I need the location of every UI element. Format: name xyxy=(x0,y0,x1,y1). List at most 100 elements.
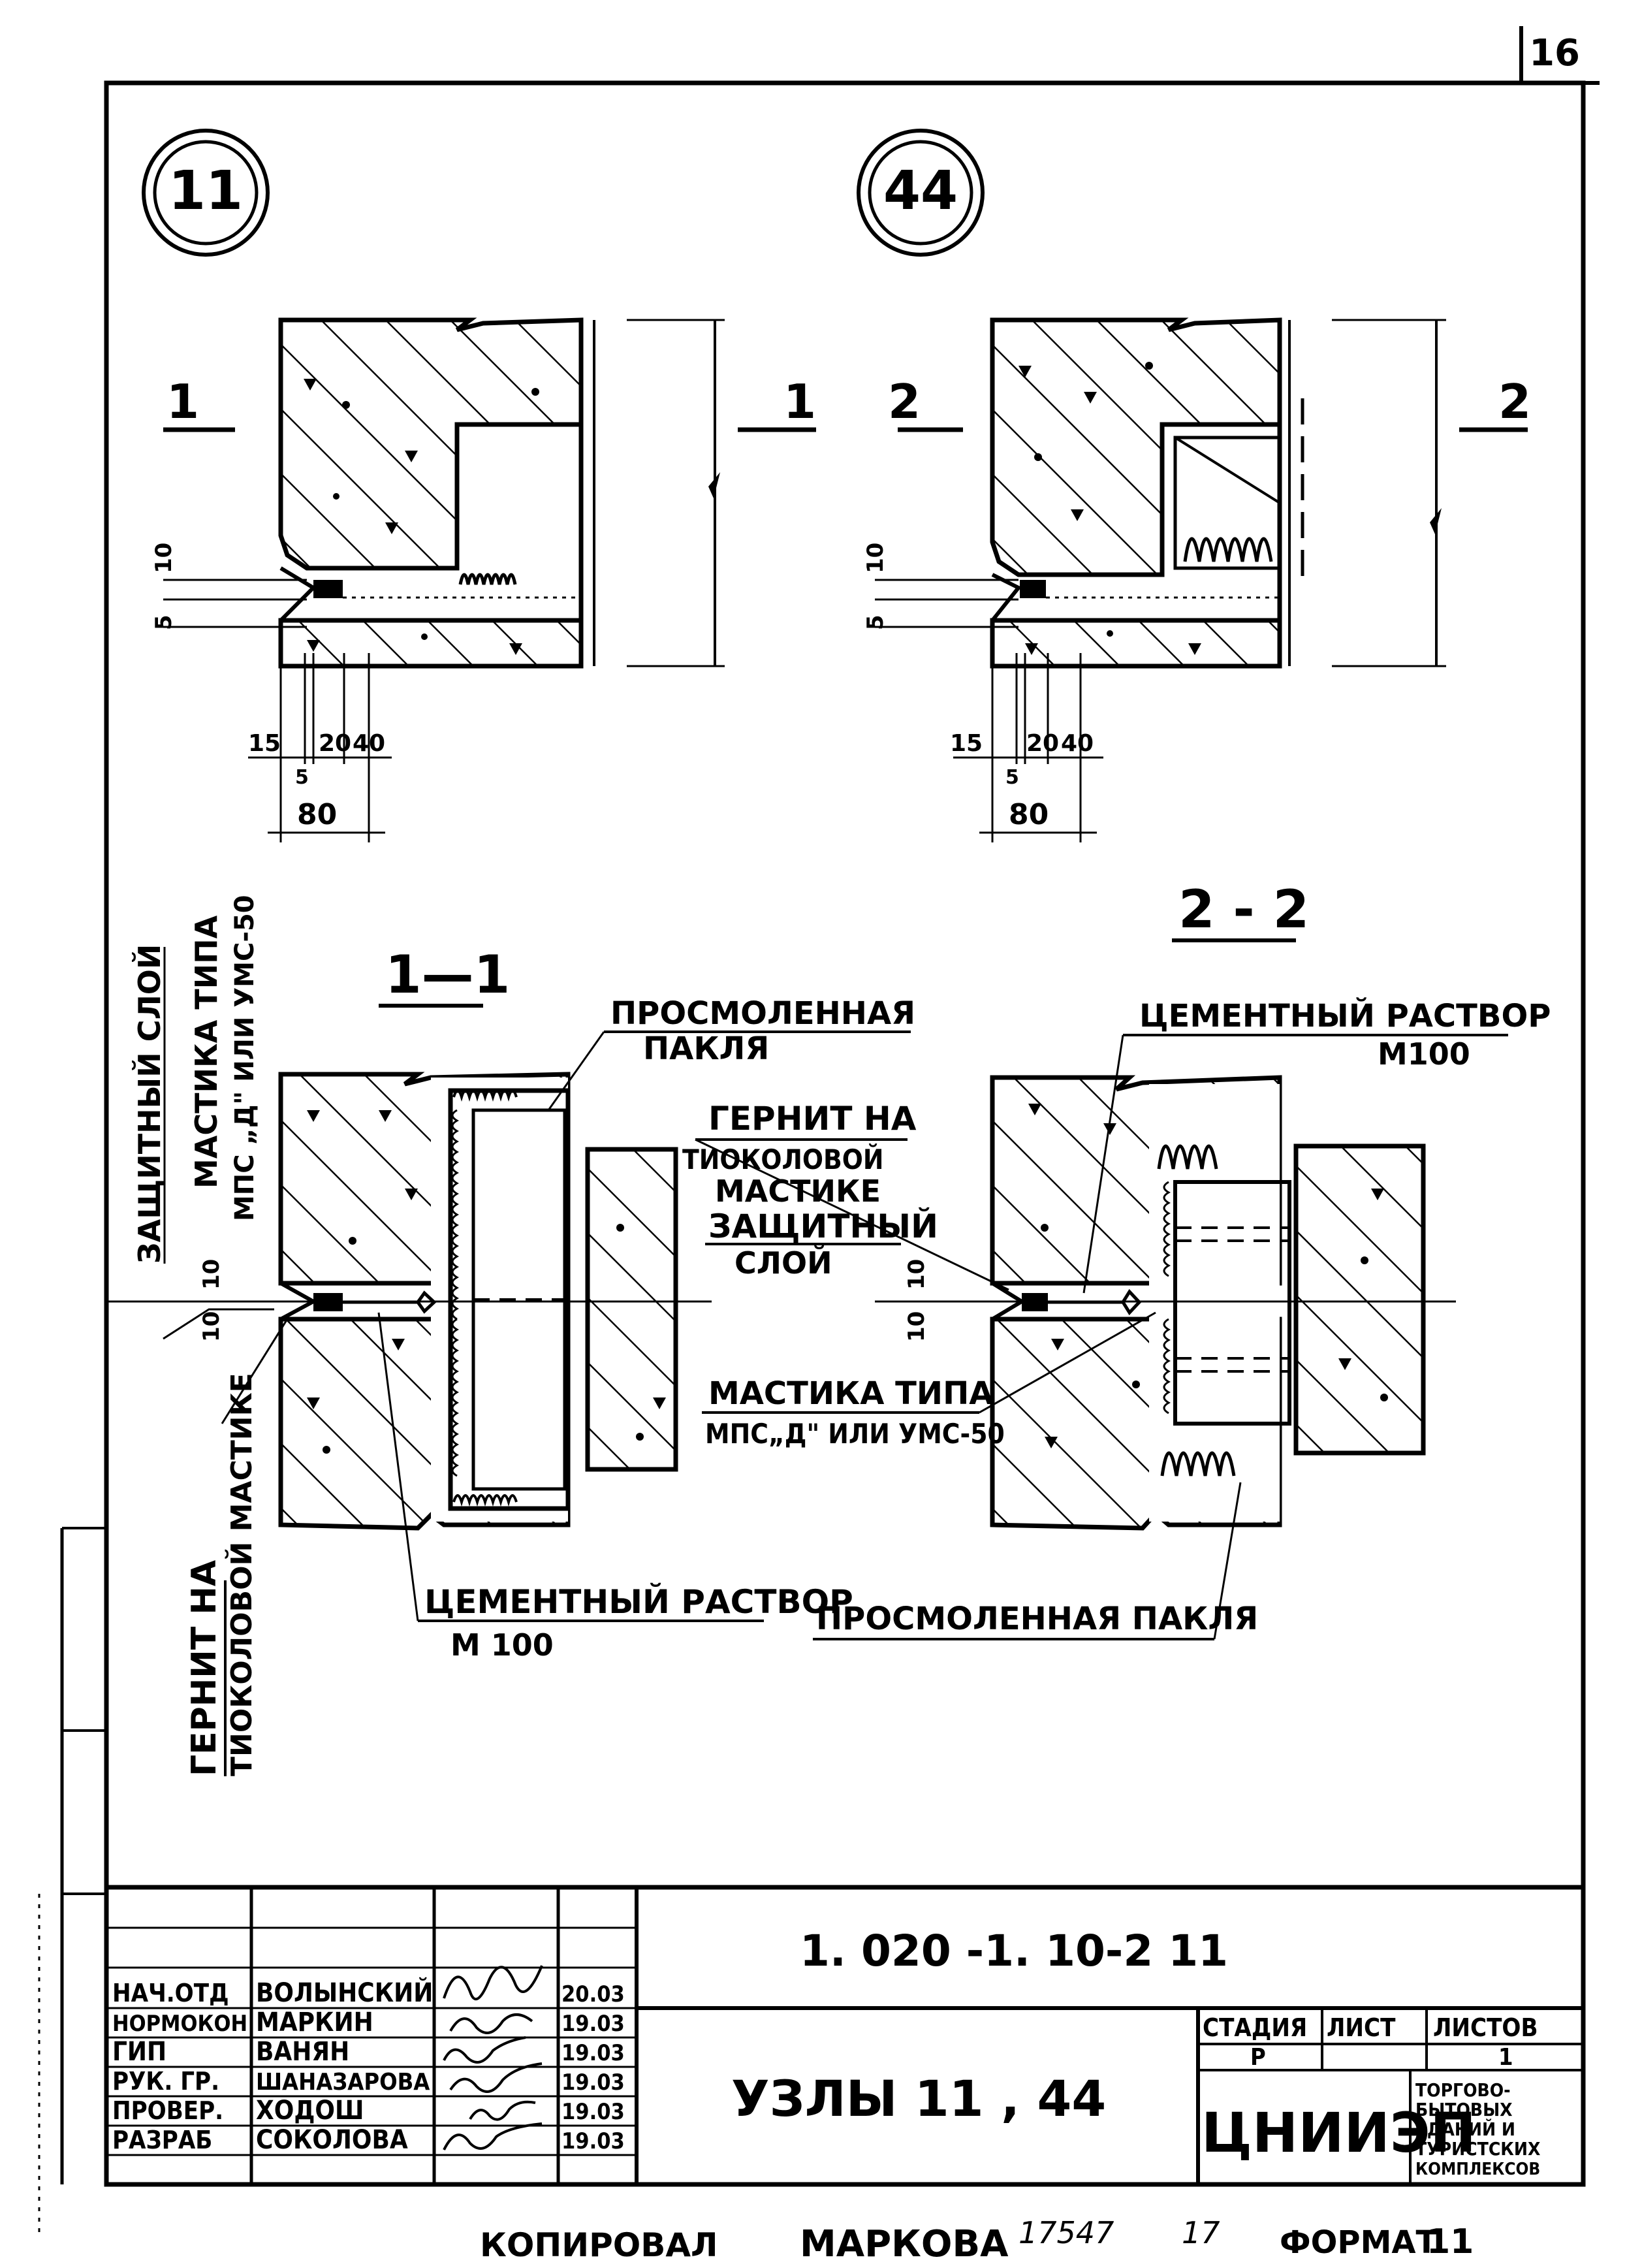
section-2-2-drawing xyxy=(875,1075,1456,1531)
signature-row: НАЧ.ОТД ВОЛЫНСКИЙ 20.03 xyxy=(112,1977,625,2008)
label-mastic-type: МАСТИКА ТИПА xyxy=(189,915,224,1189)
dim-10-label-b: 10 xyxy=(198,1311,225,1342)
row-date: 20.03 xyxy=(561,1981,625,2007)
gap-dim-10: 10 xyxy=(151,543,177,573)
dim-15: 15 xyxy=(248,730,281,757)
row-role: РАЗРАБ xyxy=(112,2126,212,2154)
signature-row: НОРМОКОН МАРКИН 19.03 xyxy=(112,2007,625,2037)
dim-10-label-a: 10 xyxy=(198,1259,225,1290)
dim-5-b: 5 xyxy=(1005,766,1019,789)
org-sub-line: ТУРИСТСКИХ xyxy=(1415,2138,1540,2160)
row-role: НОРМОКОН xyxy=(112,2011,247,2037)
row-role: ПРОВЕР. xyxy=(112,2096,223,2125)
dim-20: 20 xyxy=(319,730,351,757)
dim-20-b: 20 xyxy=(1026,730,1059,757)
signature-row: ГИП ВАНЯН 19.03 xyxy=(112,2037,625,2067)
sheets-value: 1 xyxy=(1498,2044,1513,2071)
dim-15-b: 15 xyxy=(950,730,983,757)
label-cement-grade-right: М100 xyxy=(1378,1036,1470,1072)
label-mastic-grades: МПС „Д" ИЛИ УМС-50 xyxy=(230,895,260,1221)
row-date: 19.03 xyxy=(561,2011,625,2037)
node-marker-44: 44 xyxy=(857,129,985,257)
footer-format-value: 11 xyxy=(1427,2222,1474,2261)
org-subtitle: ТОРГОВО- БЫТОВЫХ ЗДАНИЙ И ТУРИСТСКИХ КОМ… xyxy=(1415,2079,1540,2179)
signature-row: ПРОВЕР. ХОДОШ 19.03 xyxy=(112,2096,625,2126)
label-thiokol-mastic-vertical: ТИОКОЛОВОЙ МАСТИКЕ xyxy=(224,1373,259,1776)
org-sub-line: ЗДАНИЙ И xyxy=(1415,2118,1515,2140)
detail-11: 1 1 10 5 15 5 20 40 80 xyxy=(151,317,816,842)
gap-dim-10-b: 10 xyxy=(862,543,889,573)
node-marker-11-label: 11 xyxy=(168,160,243,222)
label-protective-layer: ЗАЩИТНЫЙ СЛОЙ xyxy=(132,944,167,1264)
footer-copies: 17 xyxy=(1182,2215,1220,2250)
footer-copied-label: КОПИРОВАЛ xyxy=(480,2226,718,2264)
header-sheet: ЛИСТ xyxy=(1327,2013,1396,2042)
section-mark-2-right: 2 xyxy=(1498,374,1531,429)
row-name: ВОЛЫНСКИЙ xyxy=(256,1977,433,2008)
dim-40-b: 40 xyxy=(1061,730,1094,757)
label-protective-1: ЗАЩИТНЫЙ xyxy=(708,1207,938,1245)
section-title-2-2: 2 - 2 xyxy=(1178,879,1309,940)
row-name: ШАНАЗАРОВА xyxy=(256,2069,430,2096)
row-date: 19.03 xyxy=(561,2099,625,2125)
title-block: 1. 020 -1. 10-2 11 УЗЛЫ 11 , 44 НАЧ.ОТД … xyxy=(106,1885,1583,2184)
org-name: ЦНИИЭП xyxy=(1201,2101,1476,2165)
drawing-title: УЗЛЫ 11 , 44 xyxy=(731,2069,1106,2128)
label-tarred-tow-bottom: ПРОСМОЛЕННАЯ ПАКЛЯ xyxy=(816,1601,1258,1637)
row-role: ГИП xyxy=(112,2037,166,2067)
section-mark-1-right: 1 xyxy=(783,374,816,429)
label-cement-mortar-left: ЦЕМЕНТНЫЙ РАСТВОР xyxy=(424,1582,853,1621)
label-gernit-vertical: ГЕРНИТ НА xyxy=(185,1560,224,1776)
row-name: ХОДОШ xyxy=(256,2096,364,2126)
detail-44: 2 2 10 5 15 5 20 40 80 xyxy=(862,317,1531,842)
gap-dim-5-b: 5 xyxy=(862,615,889,630)
org-sub-line: БЫТОВЫХ xyxy=(1415,2099,1513,2120)
section-mark-2-left: 2 xyxy=(888,374,921,429)
dim-80: 80 xyxy=(297,798,337,831)
label-gernit-1: ГЕРНИТ НА xyxy=(708,1100,917,1138)
label-tarred-tow-1: ПРОСМОЛЕННАЯ xyxy=(610,995,915,1032)
gap-dim-5: 5 xyxy=(151,615,177,630)
row-date: 19.03 xyxy=(561,2040,625,2066)
node-marker-11: 11 xyxy=(142,129,270,257)
row-role: РУК. ГР. xyxy=(112,2067,219,2096)
label-cement-grade-left: М 100 xyxy=(450,1627,554,1663)
dim-40: 40 xyxy=(353,730,385,757)
row-role: НАЧ.ОТД xyxy=(112,1979,229,2007)
footer-order-no: 17547 xyxy=(1018,2215,1114,2250)
stage-value: Р xyxy=(1250,2044,1266,2071)
label-mastic-right-1: МАСТИКА ТИПА xyxy=(708,1375,993,1412)
header-sheets: ЛИСТОВ xyxy=(1433,2013,1538,2042)
header-stage: СТАДИЯ xyxy=(1203,2013,1307,2042)
section-1-1-drawing xyxy=(104,1072,712,1531)
annotations-1-1: ЗАЩИТНЫЙ СЛОЙ МАСТИКА ТИПА МПС „Д" ИЛИ У… xyxy=(132,895,915,1776)
footer-copied-name: МАРКОВА xyxy=(800,2223,1009,2265)
sheet-frame xyxy=(38,26,1600,2233)
sheet-number: 16 xyxy=(1529,32,1580,74)
dim-80-b: 80 xyxy=(1009,798,1049,831)
org-sub-line: КОМПЛЕКСОВ xyxy=(1415,2160,1540,2179)
annotations-2-2: ЦЕМЕНТНЫЙ РАСТВОР М100 ГЕРНИТ НА ТИОКОЛО… xyxy=(682,997,1551,1640)
row-name: ВАНЯН xyxy=(256,2037,349,2067)
dim-5: 5 xyxy=(295,766,309,789)
label-tarred-tow-2: ПАКЛЯ xyxy=(643,1030,769,1067)
row-date: 19.03 xyxy=(561,2128,625,2154)
label-cement-mortar-right: ЦЕМЕНТНЫЙ РАСТВОР xyxy=(1139,997,1551,1034)
footer-format-label: ФОРМАТ xyxy=(1280,2224,1438,2261)
footer: КОПИРОВАЛ МАРКОВА 17547 17 ФОРМАТ 11 xyxy=(480,2215,1474,2265)
org-sub-line: ТОРГОВО- xyxy=(1415,2079,1511,2101)
drawing-code: 1. 020 -1. 10-2 11 xyxy=(800,1926,1228,1976)
node-marker-44-label: 44 xyxy=(883,160,958,222)
label-protective-2: СЛОЙ xyxy=(734,1245,832,1281)
label-gernit-2: ТИОКОЛОВОЙ xyxy=(682,1143,884,1175)
signature-row: РУК. ГР. ШАНАЗАРОВА 19.03 xyxy=(112,2067,625,2096)
label-mastic-right-2: МПС„Д" ИЛИ УМС-50 xyxy=(705,1418,1005,1450)
signature-row: РАЗРАБ СОКОЛОВА 19.03 xyxy=(112,2125,625,2155)
section-title-1-1: 1—1 xyxy=(385,944,510,1005)
row-name: СОКОЛОВА xyxy=(256,2125,408,2155)
row-date: 19.03 xyxy=(561,2069,625,2096)
label-gernit-3: МАСТИКЕ xyxy=(715,1174,881,1209)
dim-10-label-d: 10 xyxy=(904,1311,930,1342)
signature-marks xyxy=(443,1965,543,2150)
